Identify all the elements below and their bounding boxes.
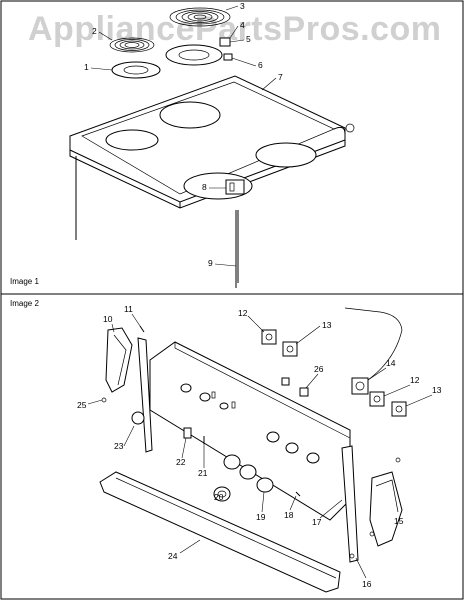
callout-25: 25 (77, 400, 87, 410)
callout-16: 16 (362, 579, 372, 589)
callouts-image1: 1 2 3 4 5 6 7 8 9 (84, 1, 283, 268)
callout-7: 7 (278, 72, 283, 82)
callout-2: 2 (92, 26, 97, 36)
callout-21: 21 (198, 468, 208, 478)
callout-10: 10 (103, 314, 113, 324)
coil-element-large (169, 7, 231, 27)
callout-13-top: 13 (322, 320, 332, 330)
callout-12-top: 12 (238, 308, 248, 318)
callout-18: 18 (284, 510, 294, 520)
callout-1: 1 (84, 62, 89, 72)
callout-24: 24 (168, 551, 178, 561)
watermark-text: AppliancePartsPros.com (28, 10, 441, 48)
callout-23: 23 (114, 441, 124, 451)
cooktop-assembly (69, 7, 355, 288)
callout-12-right: 12 (410, 375, 420, 385)
callout-3: 3 (240, 1, 245, 11)
control-panel-assembly (99, 307, 407, 593)
callout-19: 19 (256, 512, 266, 522)
callout-8: 8 (202, 182, 207, 192)
callout-5: 5 (246, 34, 251, 44)
callout-13-right: 13 (432, 385, 442, 395)
callout-26: 26 (314, 364, 324, 374)
callout-15: 15 (394, 516, 404, 526)
callout-17: 17 (312, 517, 322, 527)
callout-11: 11 (124, 304, 133, 314)
callout-22: 22 (176, 457, 186, 467)
callout-4: 4 (240, 20, 245, 30)
callout-6: 6 (258, 60, 263, 70)
coil-element-small (109, 37, 155, 53)
panel-label-image1: Image 1 (10, 277, 39, 286)
callout-9: 9 (208, 258, 213, 268)
panel-label-image2: Image 2 (10, 299, 39, 308)
callouts-image2: 10 11 12 13 26 14 12 13 25 23 22 21 20 1… (77, 304, 442, 589)
callout-20: 20 (214, 492, 224, 502)
callout-14: 14 (386, 358, 396, 368)
